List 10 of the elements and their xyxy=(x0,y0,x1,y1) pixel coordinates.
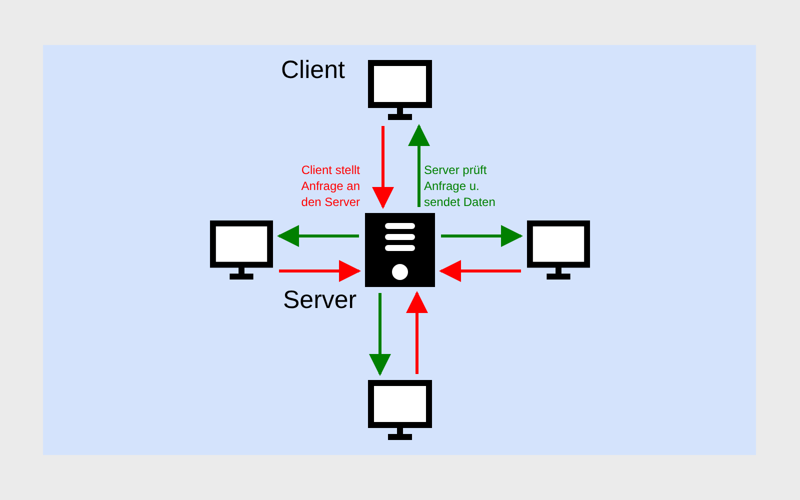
arrow xyxy=(406,291,428,374)
arrow xyxy=(369,293,391,376)
node-label: Server xyxy=(283,285,357,315)
arrow xyxy=(441,225,523,247)
arrow xyxy=(439,260,521,282)
arrow xyxy=(277,225,359,247)
arrow xyxy=(279,260,361,282)
arrow xyxy=(408,124,430,207)
arrow xyxy=(372,126,394,209)
node-label: Client xyxy=(281,55,345,85)
